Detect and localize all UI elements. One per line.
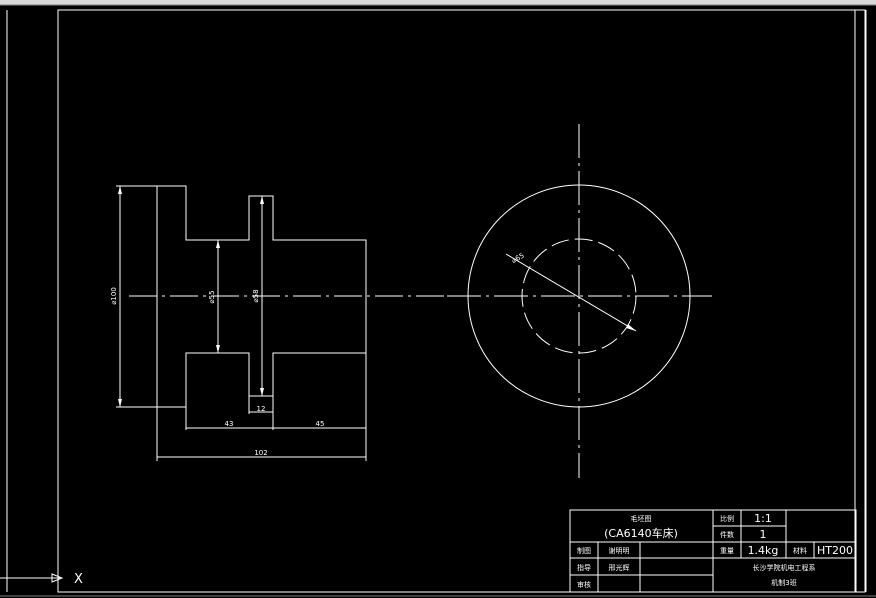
dim-43-label: 43 — [225, 420, 234, 428]
drawn-label: 制图 — [577, 546, 591, 555]
dim-bore-dia-label: ⌀65 — [510, 252, 525, 265]
qty-value: 1 — [760, 528, 767, 541]
dim-bore-leader — [505, 253, 637, 332]
dim-102-label: 102 — [254, 449, 267, 457]
ucs-x-label: X — [74, 572, 83, 587]
side-view — [116, 185, 460, 461]
school-name: 长沙学院机电工程系 — [753, 563, 816, 572]
ucs-icon — [0, 573, 64, 583]
dim-outer-dia-label: ⌀100 — [110, 287, 118, 305]
scale-label: 比例 — [720, 514, 734, 523]
weight-value: 1.4kg — [748, 544, 779, 557]
scale-value: 1:1 — [754, 512, 772, 525]
dim-12-label: 12 — [257, 405, 266, 413]
class-name: 机制3班 — [771, 578, 796, 587]
material-value: HT200 — [817, 544, 853, 557]
weight-label: 重量 — [720, 547, 734, 555]
title-machine: (CA6140车床) — [604, 526, 678, 540]
bore-arrowhead — [626, 324, 636, 331]
title-part-name: 毛坯图 — [631, 514, 652, 523]
qty-label: 件数 — [720, 530, 734, 539]
dim-neck-dia-label: ⌀55 — [208, 290, 216, 303]
dim-45-label: 45 — [316, 420, 325, 428]
toolbar-edge — [0, 0, 876, 5]
review-label: 审核 — [577, 580, 591, 589]
arrowheads — [118, 186, 264, 407]
guide-name: 邢光辉 — [609, 563, 630, 572]
material-label: 材料 — [793, 546, 807, 555]
guide-label: 指导 — [577, 563, 591, 572]
title-block — [569, 509, 857, 593]
dim-flange-dia-label: ⌀58 — [252, 289, 260, 302]
outer-border — [57, 9, 866, 593]
drawn-name: 谢明明 — [609, 546, 630, 555]
front-view — [447, 124, 712, 478]
